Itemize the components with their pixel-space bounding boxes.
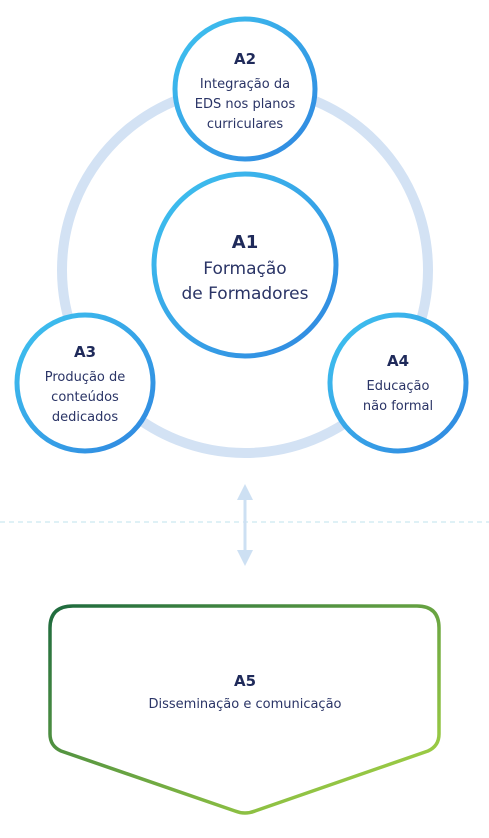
- node-a4-circle[interactable]: [327, 312, 469, 454]
- node-a1-code: A1: [232, 232, 258, 253]
- node-a3-circle[interactable]: [14, 312, 156, 454]
- node-a3-line-2: conteúdos: [51, 390, 119, 405]
- node-a4-line-1: Educação: [367, 379, 430, 394]
- node-a1-line-1: Formação: [203, 259, 286, 279]
- node-a2-circle[interactable]: [172, 16, 318, 162]
- node-a3-line-1: Produção de: [45, 370, 126, 385]
- node-a4-code: A4: [387, 352, 409, 370]
- node-a5-code: A5: [234, 672, 256, 690]
- node-a5-shape[interactable]: [48, 604, 441, 815]
- node-a1-line-2: de Formadores: [181, 284, 308, 304]
- node-a3-code: A3: [74, 343, 96, 361]
- node-a3-line-3: dedicados: [52, 410, 118, 425]
- node-a2-code: A2: [234, 50, 256, 68]
- node-a2-line-3: curriculares: [207, 117, 283, 132]
- node-a4-line-2: não formal: [363, 399, 433, 414]
- node-a2-line-2: EDS nos planos: [195, 97, 296, 112]
- node-a2-line-1: Integração da: [200, 77, 290, 92]
- double-arrow-icon: [237, 484, 253, 566]
- node-a1-circle[interactable]: [151, 171, 339, 359]
- node-a5-line-1: Disseminação e comunicação: [148, 697, 341, 712]
